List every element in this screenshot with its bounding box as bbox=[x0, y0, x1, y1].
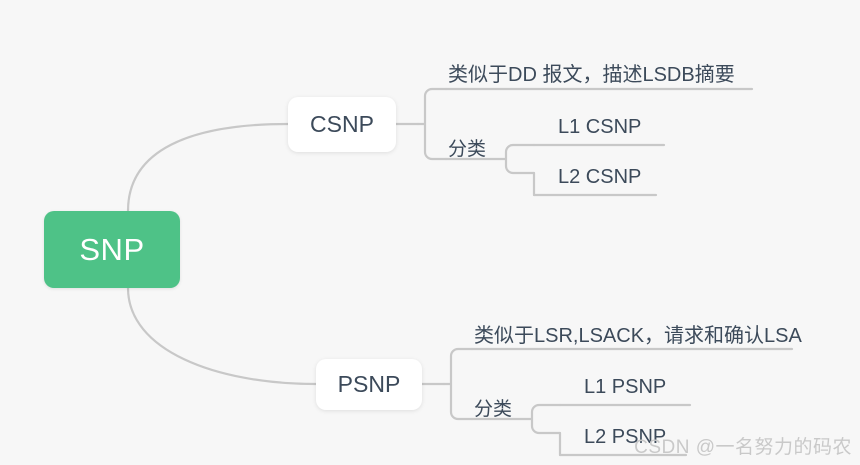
node-root-label: SNP bbox=[79, 231, 145, 267]
node-l2-psnp[interactable]: L2 PSNP bbox=[584, 423, 666, 451]
node-l2-csnp[interactable]: L2 CSNP bbox=[558, 163, 641, 191]
node-l2-psnp-label: L2 PSNP bbox=[584, 425, 667, 448]
node-root-snp[interactable]: SNP bbox=[44, 211, 180, 288]
node-csnp-category-label: 分类 bbox=[448, 138, 487, 160]
edge-psnp-cat-spine bbox=[530, 403, 562, 435]
node-l1-psnp-label: L1 PSNP bbox=[584, 375, 667, 398]
node-psnp[interactable]: PSNP bbox=[316, 359, 422, 410]
node-csnp-category[interactable]: 分类 bbox=[448, 134, 486, 160]
node-l1-csnp-label: L1 CSNP bbox=[558, 115, 642, 138]
edge-csnp-cat-spine bbox=[504, 143, 536, 175]
edge-root-csnp bbox=[126, 122, 290, 213]
node-csnp-description[interactable]: 类似于DD 报文，描述LSDB摘要 bbox=[448, 57, 735, 87]
node-psnp-description[interactable]: 类似于LSR,LSACK，请求和确认LSA bbox=[474, 318, 802, 348]
node-csnp-label: CSNP bbox=[310, 111, 374, 137]
node-psnp-category-label: 分类 bbox=[474, 398, 513, 420]
edge-csnp-spine bbox=[416, 87, 448, 161]
node-csnp-description-label: 类似于DD 报文，描述LSDB摘要 bbox=[448, 63, 735, 86]
edge-psnp-spine bbox=[442, 347, 474, 421]
node-psnp-category[interactable]: 分类 bbox=[474, 394, 512, 420]
node-psnp-label: PSNP bbox=[337, 371, 401, 397]
csdn-watermark: CSDN @一名努力的码农 bbox=[634, 432, 852, 459]
node-l1-psnp[interactable]: L1 PSNP bbox=[584, 373, 666, 401]
edge-root-psnp bbox=[126, 286, 318, 386]
csdn-watermark-text: CSDN @一名努力的码农 bbox=[634, 437, 852, 458]
node-l1-csnp[interactable]: L1 CSNP bbox=[558, 113, 641, 141]
node-psnp-description-label: 类似于LSR,LSACK，请求和确认LSA bbox=[474, 324, 802, 347]
node-csnp[interactable]: CSNP bbox=[288, 97, 396, 152]
node-l2-csnp-label: L2 CSNP bbox=[558, 165, 642, 188]
